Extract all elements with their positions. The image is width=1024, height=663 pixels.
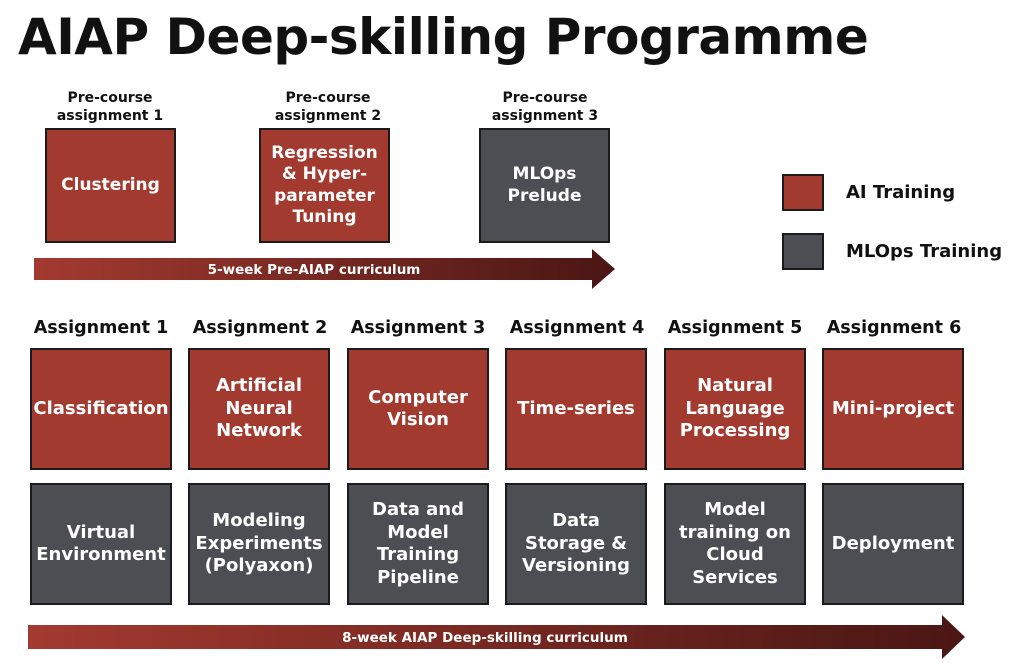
assignment-label-5: Assignment 5	[667, 318, 803, 338]
main-curriculum-label: 8-week AIAP Deep-skilling curriculum	[342, 630, 628, 646]
legend-swatch-mlops	[782, 233, 824, 270]
legend-label-ai: AI Training	[846, 182, 956, 203]
page-title: AIAP Deep-skilling Programme	[18, 8, 869, 66]
mlops-box-virtual-environment: Virtual Environment	[30, 483, 172, 605]
mlops-box-data-storage: Data Storage & Versioning	[505, 483, 647, 605]
ai-box-nlp: Natural Language Processing	[664, 348, 806, 470]
assignment-label-3: Assignment 3	[350, 318, 486, 338]
assignment-label-4: Assignment 4	[509, 318, 645, 338]
pre-course-box-regression: Regression & Hyper-parameter Tuning	[259, 128, 390, 243]
mlops-box-deployment: Deployment	[822, 483, 964, 605]
mlops-box-cloud-training: Model training on Cloud Services	[664, 483, 806, 605]
legend-swatch-ai	[782, 174, 824, 211]
pre-course-box-mlops-prelude: MLOps Prelude	[479, 128, 610, 243]
ai-box-time-series: Time-series	[505, 348, 647, 470]
ai-box-mini-project: Mini-project	[822, 348, 964, 470]
pre-course-box-clustering: Clustering	[45, 128, 176, 243]
assignment-label-6: Assignment 6	[826, 318, 962, 338]
pre-course-label-1: Pre-course assignment 1	[56, 90, 164, 124]
assignment-label-1: Assignment 1	[33, 318, 169, 338]
mlops-box-training-pipeline: Data and Model Training Pipeline	[347, 483, 489, 605]
main-curriculum-arrow	[28, 615, 965, 659]
pre-course-label-3: Pre-course assignment 3	[491, 90, 599, 124]
ai-box-computer-vision: Computer Vision	[347, 348, 489, 470]
pre-curriculum-label: 5-week Pre-AIAP curriculum	[207, 262, 421, 278]
pre-curriculum-arrow	[34, 249, 615, 289]
ai-box-classification: Classification	[30, 348, 172, 470]
legend-label-mlops: MLOps Training	[846, 241, 1003, 262]
ai-box-neural-network: Artificial Neural Network	[188, 348, 330, 470]
mlops-box-modeling-experiments: Modeling Experiments (Polyaxon)	[188, 483, 330, 605]
assignment-label-2: Assignment 2	[192, 318, 328, 338]
pre-course-label-2: Pre-course assignment 2	[274, 90, 382, 124]
